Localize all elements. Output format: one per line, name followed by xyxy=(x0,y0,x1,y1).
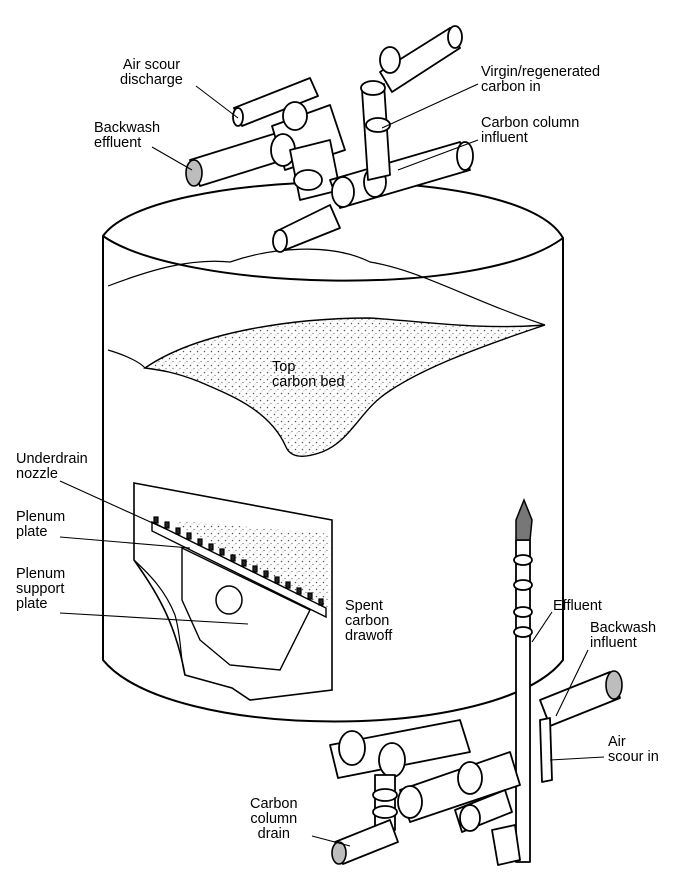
label-backwash-influent: Backwash influent xyxy=(590,620,657,651)
underdrain-nozzles xyxy=(153,516,324,606)
air-scour-in-pipe xyxy=(539,717,553,783)
label-underdrain-nozzle: Underdrain nozzle xyxy=(16,451,88,482)
right-piping xyxy=(513,497,623,863)
bottom-piping xyxy=(329,719,521,866)
leader-lines xyxy=(59,83,605,847)
label-plenum-support-plate: Plenum support plate xyxy=(16,566,66,612)
plenum-sand-region xyxy=(170,520,330,612)
label-top-carbon-bed: Top carbon bed xyxy=(272,359,345,390)
label-effluent: Effluent xyxy=(553,598,602,614)
panel-flap xyxy=(133,559,186,676)
torn-shell-edge xyxy=(107,248,546,326)
effluent-riser-cap xyxy=(515,497,533,541)
tank-vessel xyxy=(102,181,564,723)
label-spent-carbon-drawoff: Spent carbon drawoff xyxy=(345,598,393,644)
backwash-influent-pipe xyxy=(539,671,621,727)
plenum-support-plate xyxy=(181,546,311,671)
plenum-cutaway xyxy=(133,482,333,701)
label-virgin-carbon-in: Virgin/regenerated carbon in xyxy=(481,64,601,95)
label-carbon-column-drain: Carbon column drain xyxy=(250,796,298,842)
tank-body xyxy=(102,181,564,723)
top-cutaway xyxy=(107,248,546,458)
top-piping xyxy=(185,25,474,253)
carbon-bed-left-shelf xyxy=(107,349,146,369)
tank-top-rim xyxy=(102,235,564,282)
manway-hole xyxy=(215,585,243,615)
label-air-scour-discharge: Air scour discharge xyxy=(120,57,183,88)
label-carbon-column-influent: Carbon column influent xyxy=(481,115,580,146)
top-carbon-bed xyxy=(143,317,546,458)
label-backwash-effluent: Backwash effluent xyxy=(94,120,161,151)
label-air-scour-in: Air scour in xyxy=(608,734,659,765)
plenum-plate xyxy=(151,520,327,619)
label-plenum-plate: Plenum plate xyxy=(16,509,66,540)
